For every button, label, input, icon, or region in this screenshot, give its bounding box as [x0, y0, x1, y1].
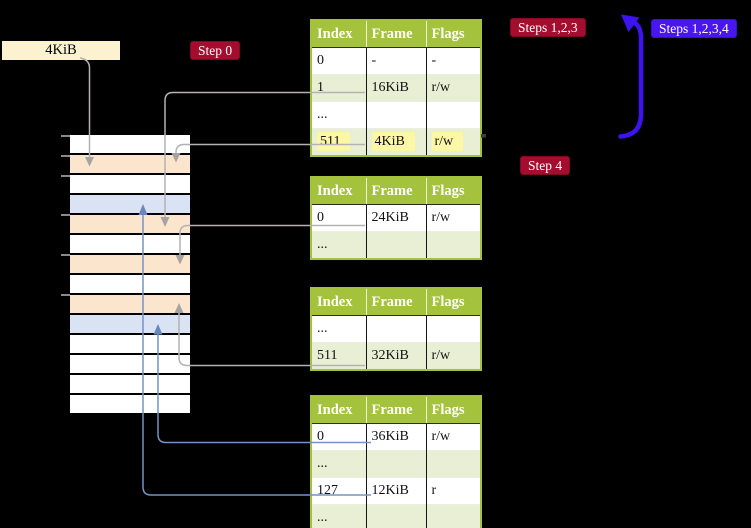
cell-index: 511: [311, 128, 366, 156]
arrowhead-upleft-icon: [621, 14, 640, 32]
cell-flags: r/w: [425, 74, 481, 102]
page-table-3: Index Frame Flags ... 511 32KiB r/w: [310, 287, 482, 371]
col-header-frame: Frame: [365, 288, 426, 316]
col-header-index: Index: [311, 396, 366, 424]
table-header-row: Index Frame Flags: [311, 288, 481, 316]
col-header-frame: Frame: [365, 20, 426, 48]
table-row: ...: [311, 231, 481, 259]
memory-tick: [61, 214, 70, 216]
memory-stripe-white: [70, 175, 190, 193]
cell-frame: [365, 101, 426, 129]
page-table-4: Index Frame Flags 0 36KiB r/w ... 127 12…: [310, 395, 482, 528]
memory-stripe-blue: [70, 315, 190, 333]
cell-frame: 12KiB: [365, 477, 426, 505]
col-header-flags: Flags: [425, 20, 481, 48]
cell-index: ...: [311, 231, 366, 259]
table-row: 0 24KiB r/w: [311, 204, 481, 232]
cell-frame: 36KiB: [365, 423, 426, 451]
col-header-frame: Frame: [365, 177, 426, 205]
memory-stripe-white: [70, 395, 190, 413]
cell-frame: [365, 504, 426, 528]
col-header-flags: Flags: [425, 288, 481, 316]
col-header-index: Index: [311, 288, 366, 316]
table-row: 0 - -: [311, 47, 481, 75]
badge-steps123: Steps 1,2,3: [510, 18, 586, 37]
table-row: 511 32KiB r/w: [311, 342, 481, 370]
page-table-1: Index Frame Flags 0 - - 1 16KiB r/w ... …: [310, 19, 482, 157]
memory-stripe-orange: [70, 295, 190, 313]
cell-flags: [425, 231, 481, 259]
cell-index: 1: [311, 74, 366, 102]
badge-step0: Step 0: [190, 41, 241, 60]
cell-flags: r/w: [425, 342, 481, 370]
cell-frame: [365, 450, 426, 478]
cell-index: ...: [311, 504, 366, 528]
cell-flags: r/w: [425, 423, 481, 451]
cell-flags: [425, 101, 481, 129]
cell-frame: [365, 315, 426, 343]
memory-address-label: 4KiB: [2, 41, 120, 60]
cell-frame: [365, 231, 426, 259]
memory-tick: [61, 175, 70, 177]
col-header-flags: Flags: [425, 177, 481, 205]
cell-flags: [425, 504, 481, 528]
cell-index: 511: [311, 342, 366, 370]
memory-tick: [61, 135, 70, 137]
cell-flags: -: [425, 47, 481, 75]
memory-stripe-white: [70, 355, 190, 373]
cell-index: 0: [311, 47, 366, 75]
memory-stripe-blue: [70, 195, 190, 213]
page-table-2: Index Frame Flags 0 24KiB r/w ...: [310, 176, 482, 260]
table-row: ...: [311, 101, 481, 129]
memory-stripe-white: [70, 375, 190, 393]
memory-stripe-white: [70, 135, 190, 153]
cell-index: 127: [311, 477, 366, 505]
highlight: r/w: [431, 132, 464, 151]
cell-frame: 24KiB: [365, 204, 426, 232]
table-row: ...: [311, 450, 481, 478]
recursive-arrow: [618, 14, 644, 139]
memory-tick: [61, 294, 70, 296]
cell-flags: [425, 450, 481, 478]
memory-stripe-white: [70, 235, 190, 253]
table-row: ...: [311, 504, 481, 528]
cell-frame: 4KiB: [365, 128, 426, 156]
cell-index: ...: [311, 450, 366, 478]
highlight: 511: [317, 132, 351, 151]
memory-stripe-white: [70, 335, 190, 353]
memory-tick: [61, 254, 70, 256]
cell-index: 0: [311, 204, 366, 232]
cell-index: 0: [311, 423, 366, 451]
table-row: ...: [311, 315, 481, 343]
badge-step4: Step 4: [520, 156, 571, 175]
table-header-row: Index Frame Flags: [311, 396, 481, 424]
badge-steps1234: Steps 1,2,3,4: [651, 19, 737, 38]
cell-flags: r/w: [425, 204, 481, 232]
col-header-index: Index: [311, 177, 366, 205]
memory-stripe-orange: [70, 215, 190, 233]
table-row: 1 16KiB r/w: [311, 74, 481, 102]
col-header-index: Index: [311, 20, 366, 48]
col-header-flags: Flags: [425, 396, 481, 424]
cell-frame: 32KiB: [365, 342, 426, 370]
cell-flags: r/w: [425, 128, 481, 156]
highlight: 4KiB: [371, 132, 415, 151]
col-header-frame: Frame: [365, 396, 426, 424]
memory-tick: [61, 155, 70, 157]
cell-frame: 16KiB: [365, 74, 426, 102]
cell-index: ...: [311, 101, 366, 129]
table-row: 127 12KiB r: [311, 477, 481, 505]
cell-flags: r: [425, 477, 481, 505]
cell-index: ...: [311, 315, 366, 343]
memory-stripe-white: [70, 275, 190, 293]
memory-stripe-orange: [70, 255, 190, 273]
table-header-row: Index Frame Flags: [311, 20, 481, 48]
table-row-highlighted: 511 4KiB r/w: [311, 128, 481, 156]
table-row: 0 36KiB r/w: [311, 423, 481, 451]
cell-flags: [425, 315, 481, 343]
cell-frame: -: [365, 47, 426, 75]
memory-stripe-orange: [70, 155, 190, 173]
table-header-row: Index Frame Flags: [311, 177, 481, 205]
physical-memory-column: [70, 135, 190, 415]
